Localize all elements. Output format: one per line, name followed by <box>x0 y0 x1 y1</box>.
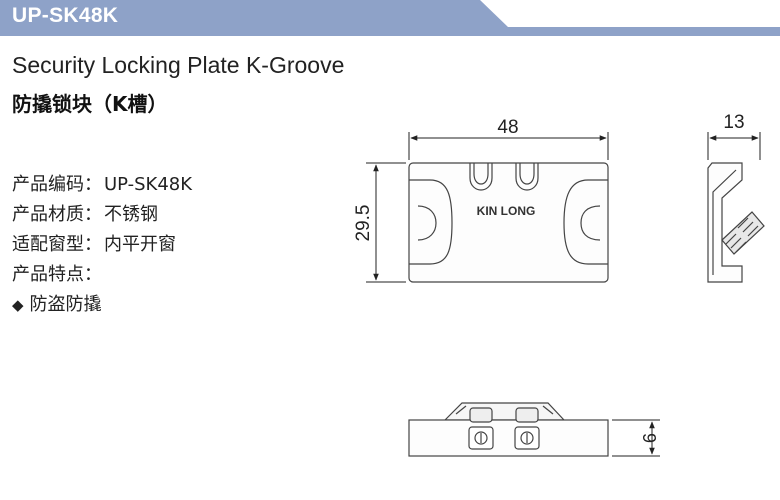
brand-text: KIN LONG <box>477 204 536 218</box>
dimension-thickness <box>612 419 660 457</box>
spec-label: 产品材质： <box>12 204 102 225</box>
screw-head-icon <box>468 407 494 450</box>
top-slot-2 <box>515 163 539 191</box>
right-k-groove-inner <box>580 205 601 241</box>
spec-label: 产品编码： <box>12 174 102 195</box>
side-profile-inner <box>712 169 737 275</box>
screw-icon <box>721 211 765 255</box>
spec-row-window-type: 适配窗型：内平开窗 <box>12 230 192 260</box>
spec-row-features: 产品特点： <box>12 260 192 290</box>
dimension-thickness-label: 9 <box>639 433 659 443</box>
spec-value: UP-SK48K <box>104 174 193 195</box>
left-k-groove <box>409 179 453 265</box>
top-slot-2-inner <box>519 163 535 185</box>
spec-value: 不锈钢 <box>104 204 158 225</box>
spec-label: 产品特点： <box>12 264 102 285</box>
spec-value: 内平开窗 <box>104 234 176 255</box>
product-title-english: Security Locking Plate K-Groove <box>12 52 345 78</box>
side-view <box>707 162 765 283</box>
bottom-plate <box>408 419 609 457</box>
dimension-width-label: 48 <box>497 117 518 138</box>
front-view <box>408 162 609 283</box>
spec-list: 产品编码：UP-SK48K 产品材质：不锈钢 适配窗型：内平开窗 产品特点： ◆… <box>12 170 192 320</box>
header-bar <box>0 0 780 36</box>
dimension-depth-label: 13 <box>723 112 744 133</box>
right-k-groove <box>563 179 608 265</box>
side-profile <box>707 162 743 283</box>
dimension-height-label: 29.5 <box>353 205 374 242</box>
top-slot-1 <box>469 163 493 191</box>
top-slot-1-inner <box>473 163 489 185</box>
feature-item: ◆ 防盗防撬 <box>12 290 192 320</box>
feature-text: 防盗防撬 <box>29 294 102 315</box>
dimension-height <box>366 162 406 283</box>
product-code-title: UP-SK48K <box>12 4 119 27</box>
plate-outline <box>408 162 609 283</box>
spec-row-material: 产品材质：不锈钢 <box>12 200 192 230</box>
header-bar-shape <box>0 0 780 36</box>
screw-head-icon <box>514 407 540 450</box>
dimension-width <box>408 132 609 160</box>
bottom-view <box>408 402 609 457</box>
spec-label: 适配窗型： <box>12 234 102 255</box>
bottom-top-ridge <box>443 402 566 421</box>
product-title-chinese: 防撬锁块（K槽） <box>12 92 168 116</box>
spec-row-code: 产品编码：UP-SK48K <box>12 170 192 200</box>
dimension-depth <box>707 132 761 160</box>
diamond-bullet-icon: ◆ <box>12 296 24 314</box>
left-k-groove-inner <box>417 205 437 241</box>
